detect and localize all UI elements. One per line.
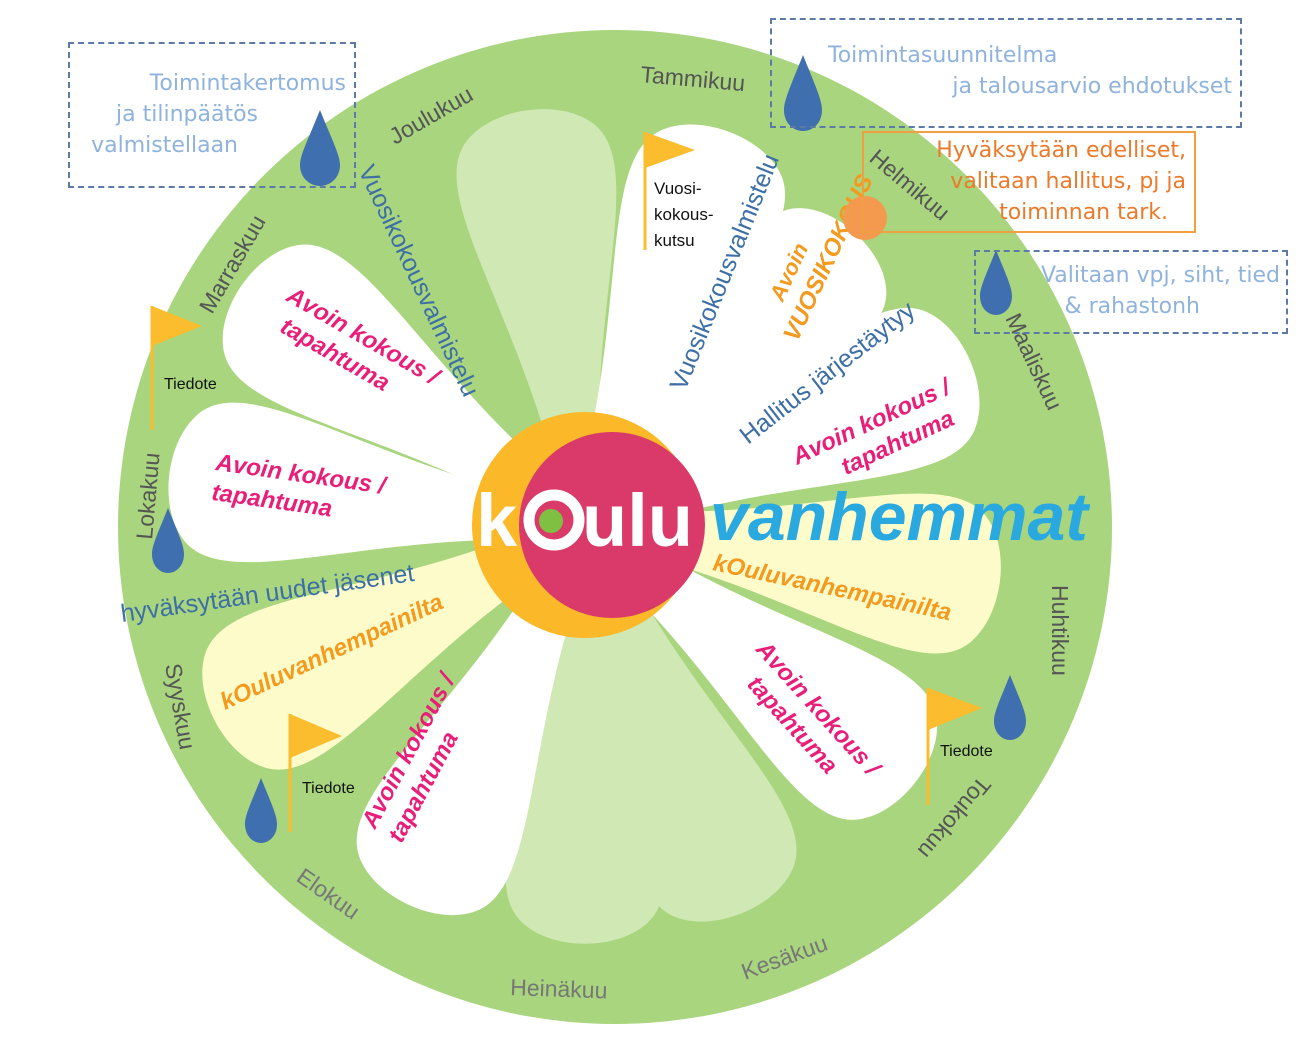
note-valitaan: Valitaan vpj, siht, tied & rahastonh [974,250,1288,334]
note-toimintasuunnitelma: Toimintasuunnitelma ja talousarvio ehdot… [770,18,1242,128]
month-huhtikuu: Huhtikuu [1047,585,1073,676]
logo-o-dot [539,509,563,533]
svg-text:kutsu: kutsu [654,231,695,250]
drops [152,55,1026,843]
logo-ulu: ulu [582,479,693,562]
flag-icon [152,306,202,346]
drop-icon [300,110,340,186]
note-toimintakertomus: Toimintakertomus ja tilinpäätös valmiste… [68,42,356,188]
flags: Tiedote Tiedote Tiedote [150,132,993,832]
vuosikokous-marker [843,196,887,240]
flag-syyskuu [288,714,342,832]
flag-icon [645,132,695,168]
center-inner [519,432,705,618]
month-heinakuu: Heinäkuu [510,974,608,1003]
logo-vanhemmat: vanhemmat [710,479,1090,555]
drop-icon [152,508,184,573]
drop-icon [245,778,277,843]
flag-label-huhtikuu: Tiedote [940,743,993,760]
logo-k: k [476,479,518,562]
drop-icon [784,55,822,131]
note-hyvaksytaan: Hyväksytään edelliset, valitaan hallitus… [862,131,1196,233]
svg-text:Vuosi-: Vuosi- [654,179,702,198]
flag-tammikuu [643,132,695,250]
logo-o-ring [523,489,585,551]
drop-icon [994,675,1026,740]
petal-text-kutsu: Vuosi- kokous- kutsu [654,179,714,250]
logo: k ulu vanhemmat [476,479,1090,562]
flag-icon [290,714,342,758]
flag-huhtikuu [926,688,982,805]
flag-label-syyskuu: Tiedote [302,780,355,797]
svg-text:kokous-: kokous- [654,205,714,224]
flag-marraskuu [150,306,202,430]
flag-icon [928,688,982,730]
drop-icon [980,250,1012,315]
flag-label-marraskuu: Tiedote [164,376,217,393]
